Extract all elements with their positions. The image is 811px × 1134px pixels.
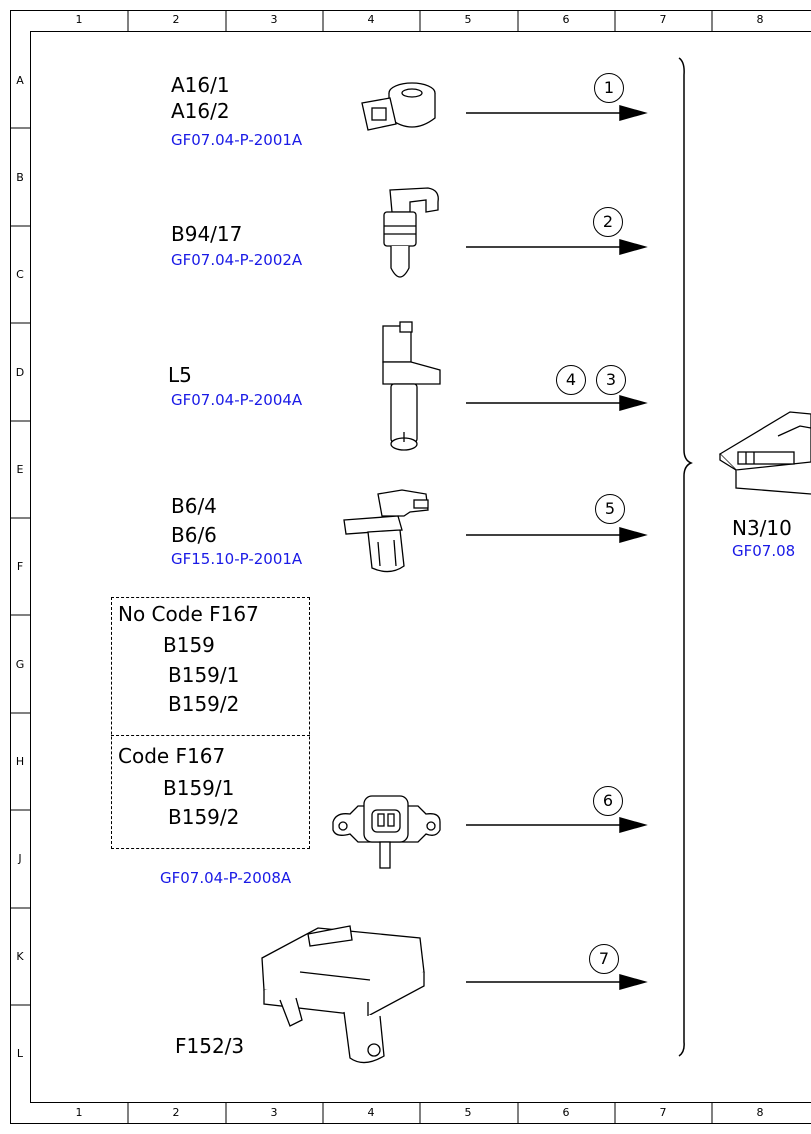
variant-title: No Code F167 — [118, 602, 259, 626]
document-reference[interactable]: GF07.04-P-2002A — [171, 251, 303, 269]
signal-number-badge: 1 — [594, 73, 624, 103]
component-label: B159/2 — [168, 692, 240, 716]
component-label: B159/1 — [168, 663, 240, 687]
column-number: 4 — [367, 1106, 375, 1119]
variant-code-box — [111, 597, 310, 849]
signal-number-badge: 7 — [589, 944, 619, 974]
row-letter: J — [18, 852, 22, 865]
document-reference[interactable]: GF07.04-P-2008A — [160, 869, 292, 887]
component-label: F152/3 — [175, 1034, 245, 1058]
column-number: 3 — [270, 13, 278, 26]
row-letter: E — [16, 463, 24, 476]
component-label: B6/6 — [171, 523, 217, 547]
component-label: A16/2 — [171, 99, 230, 123]
column-number: 8 — [756, 1106, 764, 1119]
row-letter: F — [16, 560, 24, 573]
column-number: 2 — [172, 1106, 180, 1119]
column-number: 4 — [367, 13, 375, 26]
signal-number-badge: 5 — [595, 494, 625, 524]
variant-title: Code F167 — [118, 744, 226, 768]
column-number: 7 — [659, 13, 667, 26]
column-number: 3 — [270, 1106, 278, 1119]
component-label: B94/17 — [171, 222, 243, 246]
signal-number-badge: 4 — [556, 365, 586, 395]
target-label: N3/10 — [732, 516, 792, 540]
document-reference[interactable]: GF07.04-P-2001A — [171, 131, 303, 149]
signal-arrows — [466, 105, 648, 990]
variant-divider — [111, 735, 310, 736]
row-letter: H — [15, 755, 25, 768]
row-letter: C — [16, 268, 24, 281]
column-number: 6 — [562, 13, 570, 26]
drawing-frame-outer — [10, 10, 811, 1124]
drawing-frame-inner — [30, 31, 811, 1103]
row-letter: L — [16, 1047, 24, 1060]
row-letter: G — [15, 658, 25, 671]
column-number: 7 — [659, 1106, 667, 1119]
component-label: B6/4 — [171, 494, 217, 518]
component-label: A16/1 — [171, 73, 230, 97]
signal-number-badge: 3 — [596, 365, 626, 395]
column-number: 6 — [562, 1106, 570, 1119]
column-number: 5 — [464, 1106, 472, 1119]
component-label: B159 — [163, 633, 215, 657]
component-label: B159/1 — [163, 776, 235, 800]
column-number: 2 — [172, 13, 180, 26]
document-reference[interactable]: GF07.08 — [732, 542, 796, 560]
document-reference[interactable]: GF07.04-P-2004A — [171, 391, 303, 409]
row-letter: A — [16, 74, 24, 87]
row-letter: D — [15, 366, 25, 379]
row-letter: K — [16, 950, 24, 963]
column-number: 1 — [75, 13, 83, 26]
component-label: B159/2 — [168, 805, 240, 829]
column-number: 1 — [75, 1106, 83, 1119]
document-reference[interactable]: GF15.10-P-2001A — [171, 550, 303, 568]
component-label: L5 — [168, 363, 192, 387]
column-number: 5 — [464, 13, 472, 26]
column-number: 8 — [756, 13, 764, 26]
signal-number-badge: 6 — [593, 786, 623, 816]
row-letter: B — [16, 171, 24, 184]
signal-number-badge: 2 — [593, 207, 623, 237]
grouping-brace — [678, 57, 693, 1057]
